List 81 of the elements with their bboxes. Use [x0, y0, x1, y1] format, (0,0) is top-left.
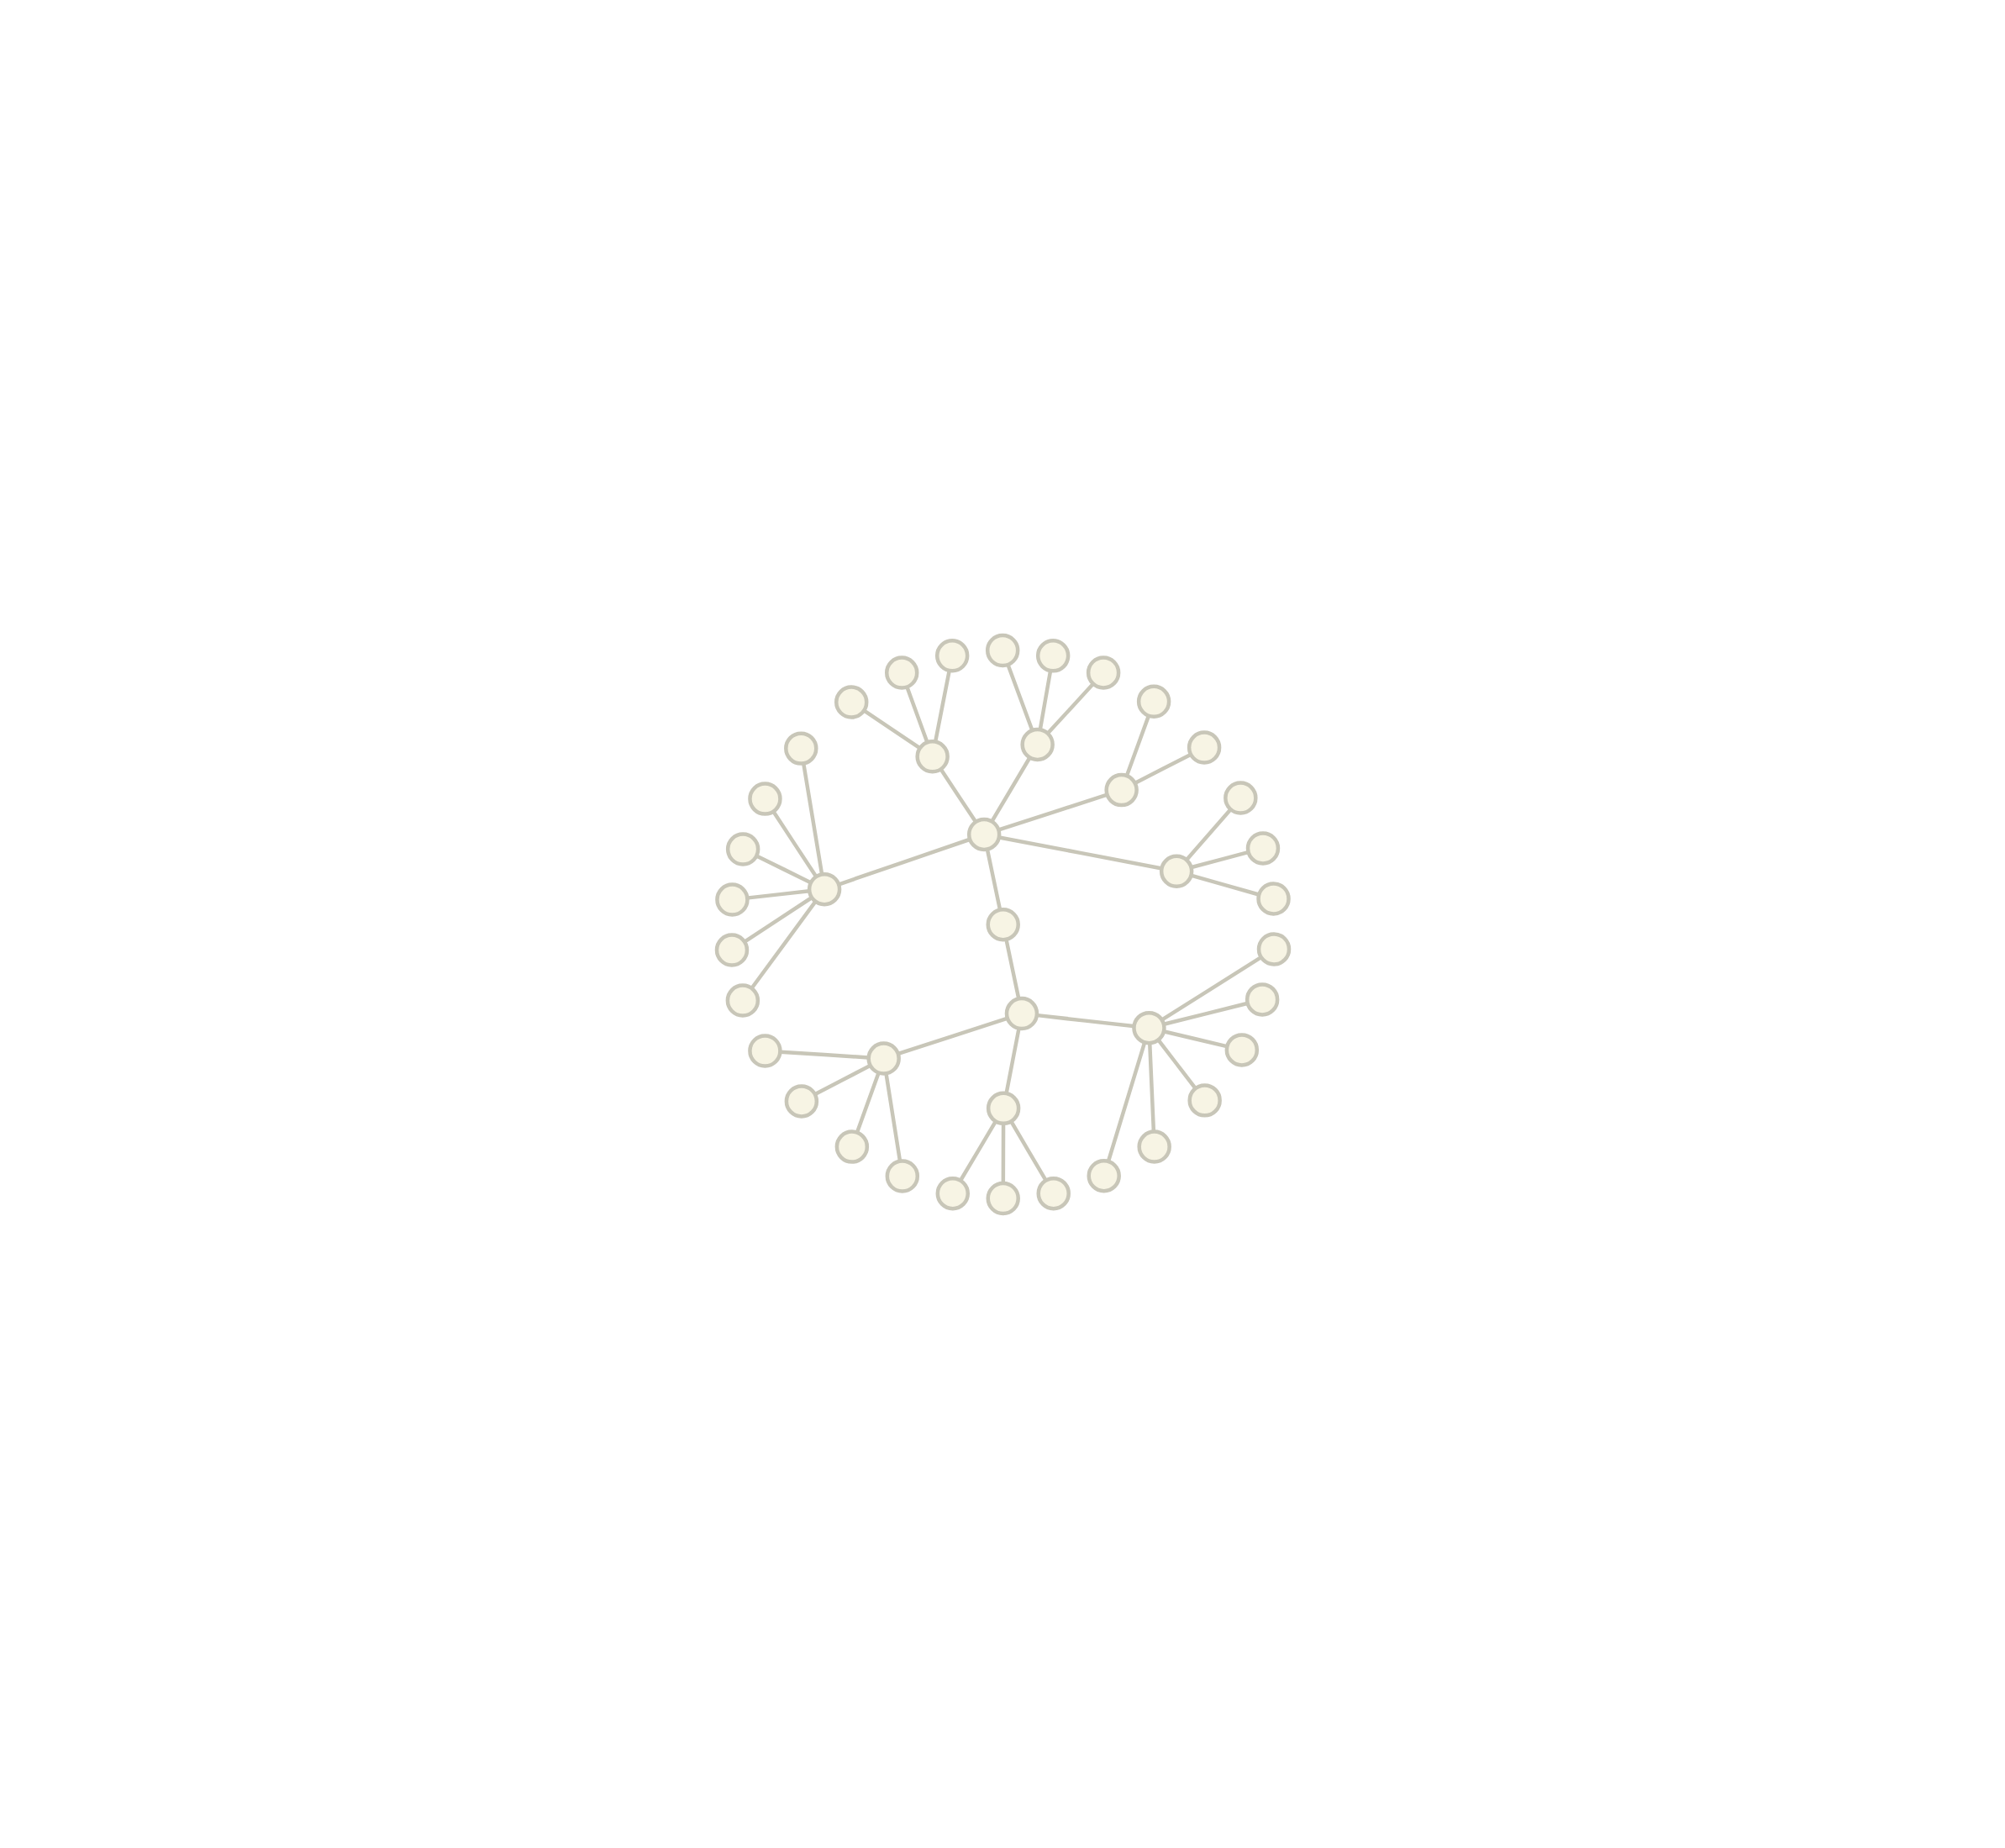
- node-circle: [966, 817, 1001, 851]
- node-circle: [1086, 655, 1120, 690]
- node-circle: [934, 638, 969, 672]
- node-circle: [935, 1176, 970, 1210]
- node-circle: [747, 781, 782, 816]
- node-circle: [1187, 1082, 1222, 1118]
- node-circle: [1136, 1129, 1171, 1164]
- connector: [1005, 663, 1034, 730]
- connector: [1038, 670, 1052, 729]
- node-circle: [914, 739, 950, 774]
- connector: [744, 895, 813, 943]
- node-circle: [885, 1158, 919, 1193]
- node-circle: [1035, 638, 1070, 673]
- connector: [1147, 1043, 1155, 1132]
- node-circle: [1004, 996, 1039, 1030]
- connector: [1134, 752, 1191, 785]
- node-circle: [1245, 982, 1279, 1017]
- node-circle: [884, 655, 918, 690]
- connector: [1163, 1001, 1248, 1026]
- connector: [1036, 1013, 1134, 1028]
- node-circle: [1223, 780, 1258, 815]
- node-circle: [985, 633, 1019, 667]
- connector: [1045, 682, 1094, 734]
- connector: [1003, 939, 1020, 998]
- connector: [863, 708, 921, 750]
- node-circle: [986, 1091, 1020, 1125]
- connector: [1124, 714, 1150, 776]
- connector: [771, 810, 818, 877]
- connector: [1003, 1028, 1021, 1093]
- connector: [779, 1049, 868, 1060]
- node-circle: [986, 1181, 1020, 1215]
- node-circle: [1256, 931, 1291, 966]
- connector: [959, 1120, 997, 1181]
- node-circle: [1255, 881, 1291, 916]
- connector: [755, 854, 811, 884]
- connector: [998, 834, 1161, 870]
- connector: [1001, 1124, 1005, 1183]
- connector: [838, 837, 970, 886]
- node-circle: [725, 831, 760, 866]
- node-circle: [986, 907, 1020, 941]
- node-circle: [1187, 729, 1221, 765]
- node-circle: [1136, 684, 1171, 719]
- node-circle: [807, 871, 841, 906]
- connector: [855, 1071, 881, 1133]
- node-circle: [866, 1040, 901, 1076]
- node-circle: [1224, 1032, 1259, 1067]
- connector: [801, 763, 824, 875]
- node-circle: [784, 1083, 818, 1119]
- node-circle: [1087, 1158, 1121, 1193]
- node-circle: [783, 730, 818, 766]
- node-circle: [1245, 830, 1280, 866]
- connector: [904, 686, 929, 743]
- node-circle: [1159, 854, 1193, 888]
- connector: [1156, 1039, 1197, 1089]
- connector: [1190, 850, 1249, 869]
- node-circle: [1019, 727, 1055, 761]
- node-circle: [1036, 1176, 1071, 1210]
- node-circle: [725, 982, 760, 1018]
- node-circle: [1103, 772, 1139, 807]
- node-circle: [714, 932, 749, 967]
- node-circle: [714, 882, 750, 917]
- connector: [933, 670, 951, 742]
- connector: [883, 1073, 902, 1161]
- connector: [1106, 1041, 1146, 1161]
- node-circle: [834, 684, 868, 719]
- connector: [1191, 873, 1260, 897]
- connector: [997, 792, 1107, 831]
- node-circle: [1131, 1010, 1166, 1045]
- connector: [897, 1016, 1008, 1056]
- node-circle: [747, 1033, 782, 1068]
- connector: [1160, 955, 1262, 1021]
- connector: [750, 900, 817, 989]
- node-circle: [834, 1129, 869, 1164]
- connector: [1009, 1120, 1047, 1181]
- connector: [814, 1063, 871, 1095]
- connector: [1184, 808, 1231, 861]
- connector: [990, 756, 1031, 822]
- connector: [1163, 1029, 1227, 1048]
- connector: [747, 888, 809, 900]
- connector: [939, 767, 977, 823]
- connector: [985, 849, 1002, 910]
